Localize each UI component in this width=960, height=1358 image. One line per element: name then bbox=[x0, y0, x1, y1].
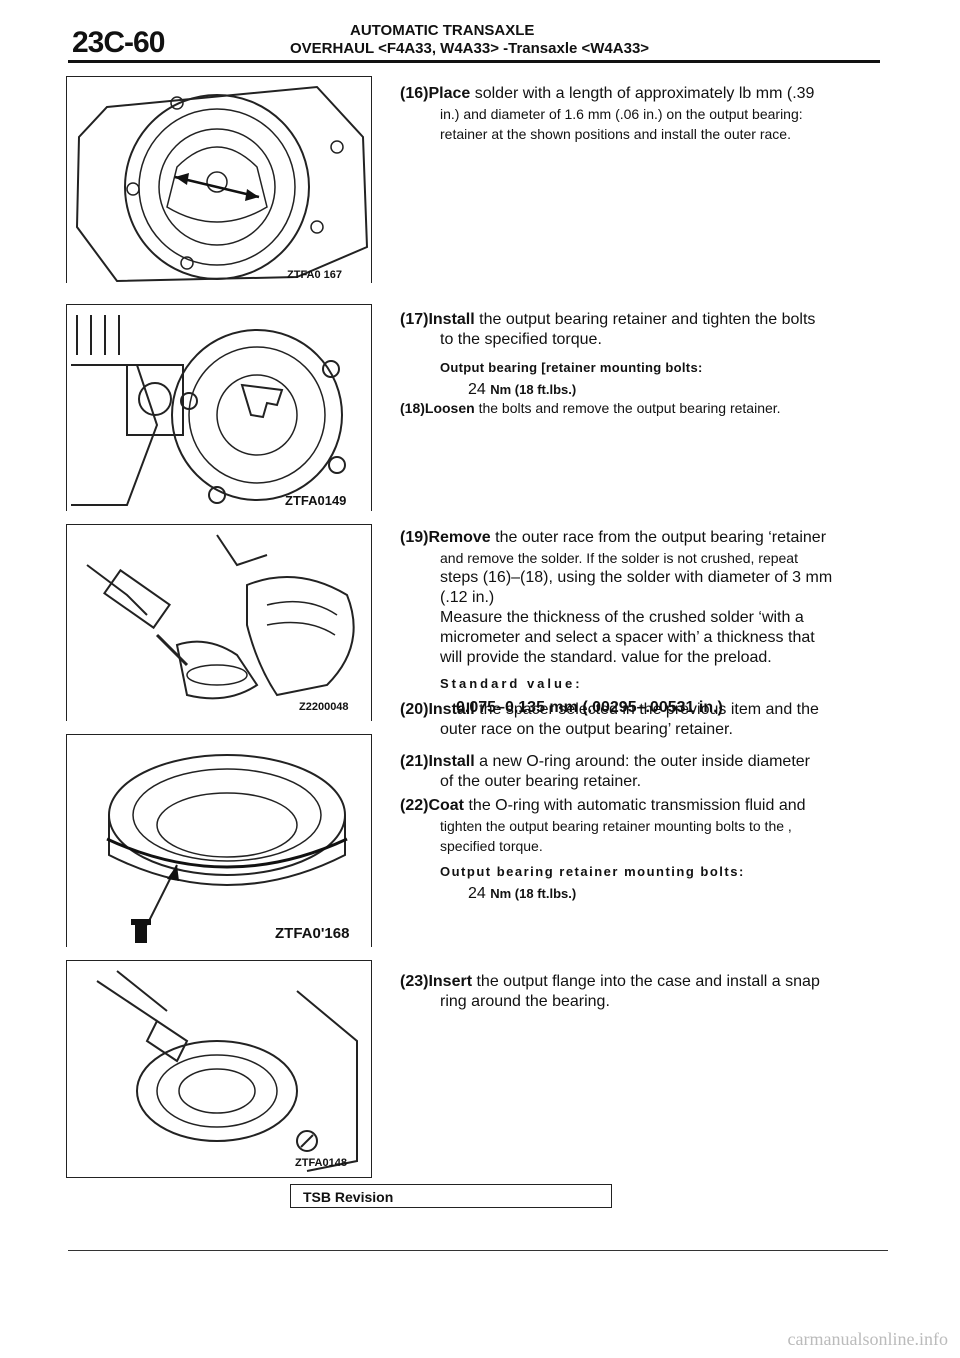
spec-unit: Nm (18 ft.lbs.) bbox=[490, 382, 577, 397]
footer-rule bbox=[68, 1250, 888, 1251]
step-number: (21)Install bbox=[400, 753, 475, 770]
tsb-revision-box: TSB Revision bbox=[290, 1184, 612, 1208]
step-text: in.) and diameter of 1.6 mm (.06 in.) on… bbox=[440, 106, 803, 122]
oring-illustration bbox=[106, 754, 348, 943]
spec-value: 24 bbox=[468, 381, 486, 398]
figure-label: ZTFA0 167 bbox=[287, 269, 343, 281]
step-number: (20)Install bbox=[400, 701, 475, 718]
step-number: (16)Place bbox=[400, 85, 471, 102]
figure-micrometer-measure: Z2200048 bbox=[66, 524, 372, 721]
step-text: outer race on the output bearing’ retain… bbox=[440, 721, 733, 738]
figure-retainer-bolts: ZTFA0149 bbox=[66, 304, 372, 511]
step-text: a new O-ring around: the outer inside di… bbox=[479, 753, 810, 770]
step-text: the outer race from the output bearing ‘… bbox=[495, 529, 827, 546]
step-number: (19)Remove bbox=[400, 529, 491, 546]
step-21: (21)Install a new O-ring around: the out… bbox=[400, 752, 880, 792]
watermark: carmanualsonline.info bbox=[787, 1329, 948, 1349]
step-text: specified torque. bbox=[440, 838, 543, 854]
step-text: retainer at the shown positions and inst… bbox=[440, 126, 791, 142]
step-text: ring around the bearing. bbox=[440, 993, 610, 1010]
step-text: solder with a length of approximately lb… bbox=[474, 85, 815, 102]
section-title: AUTOMATIC TRANSAXLE bbox=[350, 22, 535, 39]
step-text: steps (16)–(18), using the solder with d… bbox=[440, 569, 833, 586]
spec-label: Output bearing [retainer mounting bolts: bbox=[440, 360, 703, 375]
step-18: (18)Loosen the bolts and remove the outp… bbox=[400, 398, 880, 418]
figure-label: ZTFA0'168 bbox=[275, 925, 350, 942]
snap-ring-illustration bbox=[96, 970, 358, 1172]
figure-label: Z2200048 bbox=[299, 701, 349, 713]
step-16: (16)Place solder with a length of approx… bbox=[400, 84, 880, 144]
step-text: the output bearing retainer and tighten … bbox=[479, 311, 816, 328]
step-text: the spacer selected in the previous item… bbox=[479, 701, 819, 718]
step-number: (23)Insert bbox=[400, 973, 473, 990]
figure-label: ZTFA0148 bbox=[295, 1157, 347, 1169]
page-number: 23C-60 bbox=[72, 26, 165, 59]
figure-label: ZTFA0149 bbox=[285, 493, 347, 508]
step-text: micrometer and select a spacer with’ a t… bbox=[440, 629, 815, 646]
step-number: (17)Install bbox=[400, 311, 475, 328]
header-rule bbox=[68, 60, 880, 63]
step-text: the output flange into the case and inst… bbox=[476, 973, 820, 990]
section-subtitle: OVERHAUL <F4A33, W4A33> -Transaxle <W4A3… bbox=[290, 40, 650, 57]
spec-value: 24 bbox=[468, 885, 486, 902]
step-text: the bolts and remove the output bearing … bbox=[478, 400, 781, 416]
micrometer-illustration bbox=[86, 534, 355, 700]
step-19: (19)Remove the outer race from the outpu… bbox=[400, 528, 880, 718]
step-number: (18)Loosen bbox=[400, 400, 475, 416]
figure-bearing-retainer-solder: ZTFA0 167 bbox=[66, 76, 372, 283]
retainer-solder-illustration bbox=[75, 85, 369, 283]
spec-label: Standard value: bbox=[440, 676, 583, 691]
step-text: of the outer bearing retainer. bbox=[440, 773, 642, 790]
figure-snap-ring: ZTFA0148 bbox=[66, 960, 372, 1178]
step-number: (22)Coat bbox=[400, 797, 465, 814]
step-text: to the specified torque. bbox=[440, 331, 602, 348]
step-text: and remove the solder. If the solder is … bbox=[440, 550, 798, 566]
spec-value: 0.075–0.135 mm (.00295–.00531 in.) bbox=[456, 699, 723, 716]
step-23: (23)Insert the output flange into the ca… bbox=[400, 972, 880, 1012]
step-text: tighten the output bearing retainer moun… bbox=[440, 818, 792, 834]
step-22: (22)Coat the O-ring with automatic trans… bbox=[400, 796, 880, 904]
step-text: (.12 in.) bbox=[440, 589, 495, 606]
spec-label: Output bearing retainer mounting bolts: bbox=[440, 864, 745, 879]
figure-oring-install: ZTFA0'168 bbox=[66, 734, 372, 947]
step-17: (17)Install the output bearing retainer … bbox=[400, 310, 880, 400]
spec-unit: Nm (18 ft.lbs.) bbox=[490, 886, 577, 901]
step-text: will provide the standard. value for the… bbox=[440, 649, 772, 666]
step-20: (20)Install the spacer selected in the p… bbox=[400, 700, 880, 740]
retainer-installed-illustration bbox=[71, 315, 346, 506]
step-text: Measure the thickness of the crushed sol… bbox=[440, 609, 804, 626]
step-text: the O-ring with automatic transmission f… bbox=[468, 797, 806, 814]
